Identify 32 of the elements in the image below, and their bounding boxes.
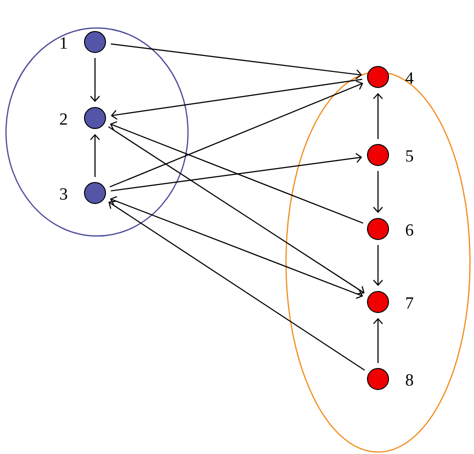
vertex-circle xyxy=(84,107,106,129)
vertex-number: 7 xyxy=(406,297,414,309)
arrow xyxy=(90,58,100,102)
group-ellipse xyxy=(5,27,189,237)
vertex-circle xyxy=(367,218,389,240)
vertex-number: 2 xyxy=(60,113,67,125)
vertex-circle xyxy=(84,182,106,204)
group-ellipse xyxy=(285,71,471,453)
arrow xyxy=(90,134,100,177)
arrow xyxy=(110,80,364,188)
vertex-number: 4 xyxy=(406,72,414,84)
arrow xyxy=(108,200,365,371)
arrow xyxy=(110,152,362,192)
arrow xyxy=(373,93,383,139)
vertex-number: 8 xyxy=(406,374,414,386)
arrow xyxy=(373,318,383,363)
vertex-circle xyxy=(367,291,389,313)
arrow xyxy=(110,121,364,224)
vertex-circle xyxy=(367,66,389,88)
vertex-number: 1 xyxy=(60,37,67,49)
arrow xyxy=(110,196,364,299)
arrow xyxy=(373,171,383,213)
arrow xyxy=(110,78,362,120)
vertex-circle xyxy=(367,368,389,390)
vertex-circle xyxy=(84,31,106,53)
arrow xyxy=(108,126,365,294)
arrow xyxy=(110,43,362,80)
vertex-number: 5 xyxy=(406,150,414,162)
vertex-number: 6 xyxy=(406,224,414,236)
vertex-number: 3 xyxy=(60,188,68,200)
arrow xyxy=(373,245,383,286)
vertex-circle xyxy=(367,144,389,166)
